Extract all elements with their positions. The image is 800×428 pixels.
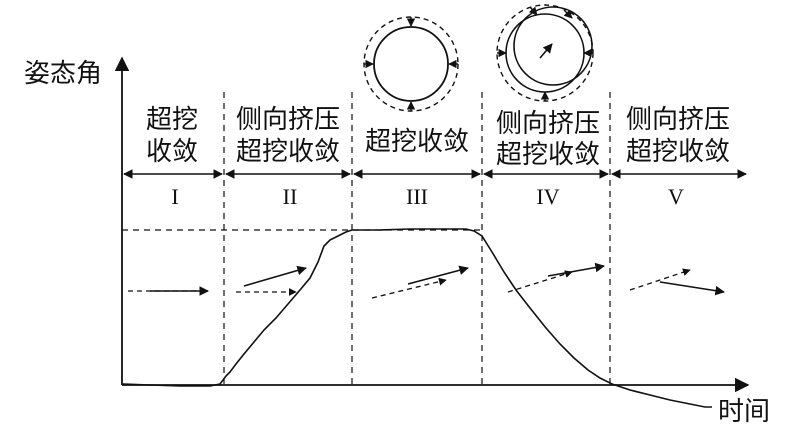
stage-1-numeral: I (171, 184, 178, 209)
attitude-arrow-2 (243, 265, 307, 287)
attitude-arrow-3 (407, 265, 469, 285)
attitude-arrow-5 (659, 281, 725, 296)
stage-1-label-line-1: 超挖 (146, 105, 198, 135)
stage-2-label-line-2: 超挖收敛 (236, 137, 340, 167)
stage-5-numeral: V (668, 184, 684, 209)
y-axis-label: 姿态角 (24, 59, 102, 89)
stage-2-numeral: II (283, 184, 298, 209)
stage-5-label-line-1: 侧向挤压 (626, 105, 730, 135)
stage-5-label-line-2: 超挖收敛 (626, 137, 730, 167)
attitude-arrow-4 (547, 262, 605, 277)
x-axis-label: 时间 (718, 397, 770, 427)
stage-dividers (223, 92, 611, 385)
stage-4-label-line-1: 侧向挤压 (496, 109, 600, 139)
attitude-arrows (150, 262, 725, 296)
stage-2-label-line-1: 侧向挤压 (236, 105, 340, 135)
reference-arrow-3 (371, 277, 447, 299)
stage-3-numeral: III (406, 184, 428, 209)
inset-concentric-circles-icon (363, 16, 459, 112)
stage-1-label-line-2: 收敛 (146, 137, 198, 167)
stage-4-numeral: IV (536, 184, 559, 209)
inset-offset-circles-icon (496, 4, 594, 102)
attitude-angle-curve (121, 228, 712, 408)
stage-3-label-line-1: 超挖收敛 (365, 127, 469, 157)
stage-4-label-line-2: 超挖收敛 (496, 140, 600, 170)
reference-arrow-4 (507, 270, 573, 293)
reference-arrow-5 (629, 268, 691, 291)
